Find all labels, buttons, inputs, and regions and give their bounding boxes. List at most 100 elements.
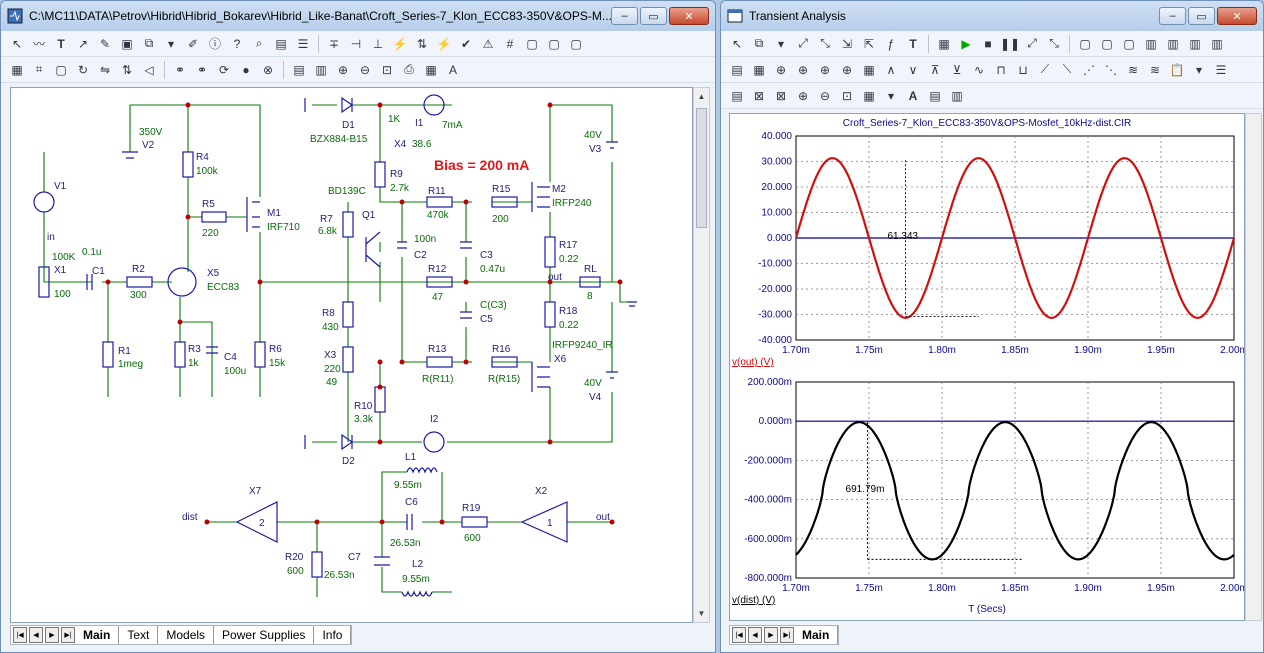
pen-icon[interactable]: ✎ [99, 36, 111, 51]
power-icon[interactable]: ⚡ [436, 36, 452, 51]
last-page-icon[interactable]: ▶| [61, 627, 75, 643]
inflection-icon[interactable]: ∿ [973, 62, 985, 77]
auto-scale-icon[interactable]: ⇲ [841, 36, 853, 51]
minimize-button[interactable]: – [1159, 7, 1186, 25]
fit2-icon[interactable]: ⊠ [775, 88, 787, 103]
stack-icon[interactable]: ▤ [731, 62, 743, 77]
next-page-icon[interactable]: ▶ [45, 627, 59, 643]
maximize-button[interactable]: ▭ [640, 7, 667, 25]
zoom-in-icon[interactable]: ⊕ [337, 62, 349, 77]
probe-icon[interactable]: ✐ [187, 36, 199, 51]
page2-icon[interactable]: ▢ [548, 36, 560, 51]
current-icon[interactable]: ⇅ [416, 36, 428, 51]
copy-icon[interactable]: ⧉ [754, 36, 764, 50]
voltage-icon[interactable]: ⚡ [392, 36, 408, 51]
node-icon[interactable]: ⊥ [372, 36, 384, 51]
grid1-icon[interactable]: ▥ [1145, 36, 1157, 51]
properties-icon[interactable]: ▦ [938, 36, 950, 51]
restore-scale-icon[interactable]: ⇱ [863, 36, 875, 51]
maximize-button[interactable]: ▭ [1188, 7, 1215, 25]
binoculars-icon[interactable]: ⚭ [174, 62, 186, 77]
wire-icon[interactable]: 〰 [32, 37, 45, 51]
window3-icon[interactable]: ▢ [1123, 36, 1135, 51]
transient-titlebar[interactable]: Transient Analysis – ▭ ✕ [721, 1, 1263, 31]
global-high-icon[interactable]: ⊓ [996, 62, 1006, 77]
zoom-fit-icon[interactable]: ⊕ [819, 62, 831, 77]
valley-icon[interactable]: ∨ [908, 62, 918, 77]
paste-icon[interactable]: ▥ [951, 88, 963, 103]
plot-area[interactable]: Croft_Series-7_Klon_ECC83-350V&OPS-Mosfe… [729, 113, 1248, 621]
properties-icon[interactable]: ▦ [11, 62, 23, 77]
run-icon[interactable]: ▶ [961, 36, 971, 51]
print-icon[interactable]: ⎙ [404, 62, 414, 76]
grid2-icon[interactable]: ▥ [1167, 36, 1179, 51]
box-icon[interactable]: ▢ [55, 62, 67, 77]
scroll-down-icon[interactable]: ▼ [697, 609, 706, 618]
attribute-icon[interactable]: ▤ [275, 36, 287, 51]
prev-page-icon[interactable]: ◀ [748, 627, 762, 643]
grid4-icon[interactable]: ▥ [1211, 36, 1223, 51]
warning-icon[interactable]: ⚠ [482, 36, 494, 51]
peak-icon[interactable]: ∧ [886, 62, 896, 77]
select-mode-icon[interactable]: ↖ [731, 36, 743, 51]
next-page-icon[interactable]: ▶ [764, 627, 778, 643]
cursor2-icon[interactable]: ⤡ [1049, 36, 1059, 50]
info-icon[interactable]: ⓘ [208, 37, 221, 51]
pin-icon[interactable]: ⊣ [350, 36, 362, 51]
zoom-out-icon[interactable]: ⊖ [359, 62, 371, 77]
dropdown-icon[interactable]: ▾ [167, 36, 175, 51]
multi2-icon[interactable]: ≋ [1149, 62, 1161, 77]
component-icon[interactable]: ▣ [121, 36, 133, 51]
region-icon[interactable]: ⌗ [35, 62, 43, 76]
paste-icon[interactable]: ▥ [315, 62, 327, 77]
schematic-titlebar[interactable]: C:\MC11\DATA\Petrov\Hibrid\Hibrid_Bokare… [1, 1, 715, 31]
plot-vertical-scrollbar[interactable] [1245, 113, 1262, 621]
zoom-x-icon[interactable]: ⊕ [775, 62, 787, 77]
close-button[interactable]: ✕ [1217, 7, 1257, 25]
multi-icon[interactable]: ≋ [1127, 62, 1139, 77]
close-button[interactable]: ✕ [669, 7, 709, 25]
next-branch-icon[interactable]: ⋰ [1083, 62, 1095, 77]
node-numbers-icon[interactable]: ∓ [328, 36, 340, 51]
scroll-thumb[interactable] [696, 108, 707, 228]
find-icon[interactable]: ⌕ [255, 36, 263, 50]
line-icon[interactable]: ↗ [77, 36, 89, 51]
tab-models[interactable]: Models [158, 626, 215, 644]
text-icon[interactable]: T [57, 36, 65, 51]
counter-icon[interactable]: ▤ [731, 88, 743, 103]
func-icon[interactable]: ƒ [887, 36, 895, 51]
tab-text[interactable]: Text [119, 626, 159, 644]
cut-icon[interactable]: ▤ [929, 88, 941, 103]
zoom-y-icon[interactable]: ⊕ [797, 62, 809, 77]
slope-icon[interactable]: ⟋ [1040, 62, 1050, 76]
rotate-icon[interactable]: ↻ [77, 62, 89, 77]
dropdown3-icon[interactable]: ▾ [887, 88, 895, 103]
clipboard-icon[interactable]: 📋 [1169, 62, 1185, 77]
list-icon[interactable]: ☰ [1215, 62, 1227, 77]
grid3-icon[interactable]: ▥ [1189, 36, 1201, 51]
global-low-icon[interactable]: ⊔ [1018, 62, 1028, 77]
high-icon[interactable]: ⊼ [930, 62, 940, 77]
schematic-vertical-scrollbar[interactable]: ▲ ▼ [693, 87, 710, 623]
low-icon[interactable]: ⊻ [952, 62, 962, 77]
first-page-icon[interactable]: |◀ [732, 627, 746, 643]
stop-icon[interactable]: ■ [984, 36, 992, 51]
schematic-canvas[interactable]: Bias = 200 mA V1 350V V2 in 100K X1 100 … [10, 87, 693, 623]
prev-branch-icon[interactable]: ⋱ [1105, 62, 1117, 77]
layout-icon[interactable]: ▦ [863, 88, 875, 103]
tab-main[interactable]: Main [794, 626, 839, 644]
grid-icon[interactable]: # [506, 36, 514, 51]
first-page-icon[interactable]: |◀ [13, 627, 27, 643]
cursor-icon[interactable]: ⤢ [1027, 36, 1037, 50]
binoculars2-icon[interactable]: ⚭ [196, 62, 208, 77]
zoom-out-icon[interactable]: ⊖ [819, 88, 831, 103]
zoom-box-icon[interactable]: ⤡ [820, 36, 830, 50]
dropdown2-icon[interactable]: ▾ [1195, 62, 1203, 77]
text-icon[interactable]: T [909, 36, 917, 51]
tokens-icon[interactable]: ▦ [753, 62, 765, 77]
tab-power-supplies[interactable]: Power Supplies [214, 626, 315, 644]
font-icon[interactable]: A [448, 62, 457, 77]
page3-icon[interactable]: ▢ [570, 36, 582, 51]
scale-icon[interactable]: ⤢ [798, 36, 808, 50]
window2-icon[interactable]: ▢ [1101, 36, 1113, 51]
